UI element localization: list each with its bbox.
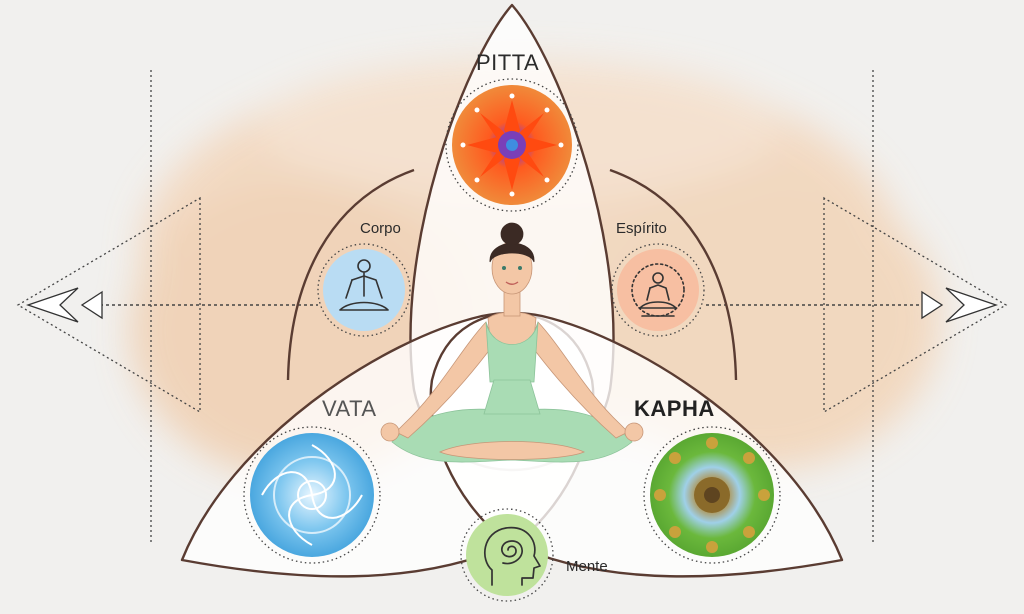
- knot-outer-right: [609, 168, 738, 381]
- kapha-mandala: [643, 426, 781, 564]
- vata-label: VATA: [322, 396, 377, 421]
- aura-figure-icon: [631, 263, 685, 317]
- meditating-woman-figure: [380, 222, 644, 463]
- pitta-label: PITTA: [476, 50, 540, 75]
- pitta-mandala: [445, 78, 579, 212]
- spirit-aspect-circle: [611, 243, 705, 337]
- meditation-figure-icon: [339, 259, 389, 311]
- body-aspect-label: Corpo: [360, 220, 401, 237]
- knot-outer-left: [286, 168, 415, 381]
- right-arrow: [706, 196, 1008, 414]
- head-spiral-icon: [484, 526, 541, 586]
- body-aspect-circle: [317, 243, 411, 337]
- left-arrow: [16, 196, 318, 414]
- spirit-aspect-label: Espírito: [616, 220, 667, 237]
- mind-aspect-circle: [460, 508, 554, 602]
- kapha-label: KAPHA: [634, 396, 715, 421]
- vata-mandala: [243, 426, 381, 564]
- mind-aspect-label: Mente: [566, 558, 608, 575]
